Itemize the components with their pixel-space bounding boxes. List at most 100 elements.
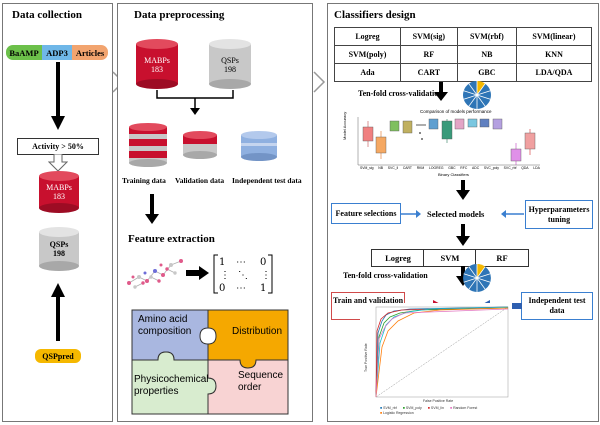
final-model-svm: SVM xyxy=(423,249,477,267)
independent-test-box: Independent test data xyxy=(521,292,593,320)
pre-qsps-cylinder xyxy=(209,39,251,89)
training-data-label: Training data xyxy=(122,176,166,185)
roc-ylabel: True Positive Rate xyxy=(364,343,368,372)
boxplot-tick: CART xyxy=(402,166,412,170)
boxplot-title: Comparison of models performance xyxy=(420,109,492,114)
classifier-cell: KNN xyxy=(515,45,593,64)
source-baamp: BaAMP xyxy=(6,45,42,60)
boxplot-tick: LOGREG xyxy=(428,166,444,170)
training-data-cylinder xyxy=(129,123,167,167)
model-comparison-boxplot xyxy=(357,117,540,166)
svg-text:0: 0 xyxy=(219,283,225,294)
cross-validation-icon xyxy=(463,264,491,292)
roc-legend: ■ SVM_rbf ■ SVM_poly ■ SVM_lin ■ Random … xyxy=(380,406,514,415)
roc-legend-label: Random Forest xyxy=(453,406,478,410)
cv-label-1: Ten-fold cross-validation xyxy=(358,89,443,98)
classifier-cell: Ada xyxy=(334,63,401,82)
collection-arrow-3 xyxy=(51,283,65,341)
roc-legend-label: Logistic Regression xyxy=(383,411,414,415)
pre-qsps-label: QSPs 198 xyxy=(210,56,250,74)
svg-text:⋮: ⋮ xyxy=(261,270,271,281)
boxplot-tick: SVM_sig xyxy=(360,166,374,170)
design-arrow-3 xyxy=(456,224,470,246)
classifiers-design-title: Classifiers design xyxy=(334,9,416,21)
independent-data-cylinder xyxy=(241,131,277,161)
final-model-rf: RF xyxy=(475,249,529,267)
feature-extraction-title: Feature extraction xyxy=(128,233,215,245)
validation-data-cylinder xyxy=(183,131,217,159)
puzzle-amino-acid: Amino acid composition xyxy=(138,314,192,337)
svg-text:1: 1 xyxy=(219,257,225,268)
boxplot-tick: GBC xyxy=(448,166,456,170)
classifier-cell: NB xyxy=(456,45,517,64)
feature-puzzle xyxy=(131,309,289,415)
pre-qsps-count: 198 xyxy=(224,65,236,74)
roc-legend-item: ■ SVM_poly xyxy=(402,406,422,410)
roc-legend-label: SVM_lin xyxy=(430,406,444,410)
source-adp3: ADP3 xyxy=(42,45,72,60)
pre-mabps-text: MABPs xyxy=(144,56,170,65)
collection-arrow-1 xyxy=(51,62,65,130)
roc-legend-label: SVM_poly xyxy=(405,406,422,410)
boxplot-xticks: SVM_sig NB SVC_ll CART RKM LOGREG GBC RF… xyxy=(360,166,540,170)
final-model-logreg: Logreg xyxy=(371,249,425,267)
roc-legend-item: ■ Random Forest xyxy=(449,406,478,410)
boxplot-xlabel: Binary Classifiers xyxy=(438,172,469,177)
qsps-label: QSPs 198 xyxy=(40,240,78,258)
peptide-structure-image xyxy=(127,259,183,289)
qsppred-source: QSPpred xyxy=(35,349,81,363)
feature-selections-box: Feature selections xyxy=(331,203,401,224)
source-articles: Articles xyxy=(72,45,108,60)
boxplot-ylabel: Model Accuracy xyxy=(342,111,347,140)
collection-arrow-2 xyxy=(48,154,68,172)
qsps-text: QSPs xyxy=(49,240,69,249)
boxplot-tick: SVC_ll xyxy=(387,166,399,170)
preprocessing-arrow xyxy=(145,194,159,224)
classifier-cell: GBC xyxy=(456,63,517,82)
classifier-cell: LDA/QDA xyxy=(515,63,593,82)
svg-text:⋯: ⋯ xyxy=(236,257,246,268)
cv-label-2: Ten-fold cross-validation xyxy=(343,271,428,280)
svg-text:⋯: ⋯ xyxy=(236,283,246,294)
boxplot-tick: RFC xyxy=(460,166,468,170)
cross-validation-icon xyxy=(463,81,491,109)
mabps-text: MABPs xyxy=(46,183,72,192)
activity-filter-box: Activity > 50% xyxy=(17,138,99,155)
design-arrow-1 xyxy=(434,82,448,101)
hyperparameters-box: Hyperparameters tuning xyxy=(525,200,593,229)
classifier-cell: SVM(sig) xyxy=(399,27,458,46)
pre-mabps-cylinder xyxy=(136,39,178,89)
classifier-cell: SVM(linear) xyxy=(515,27,593,46)
roc-xlabel: False Positive Rate xyxy=(423,399,454,403)
pre-mabps-label: MABPs 183 xyxy=(137,56,177,74)
mabps-count: 183 xyxy=(53,192,65,201)
validation-data-label: Validation data xyxy=(175,176,225,185)
roc-legend-item: ■ Logistic Regression xyxy=(380,411,414,415)
merge-arrow xyxy=(156,90,234,115)
classifier-cell: SVM(poly) xyxy=(334,45,401,64)
mabps-cylinder xyxy=(39,171,79,213)
tuning-arrow-left xyxy=(501,210,524,218)
puzzle-sequence-order: Sequence order xyxy=(238,370,284,393)
independent-data-label: Independent test data xyxy=(232,176,302,185)
data-collection-title: Data collection xyxy=(12,9,82,21)
data-preprocessing-title: Data preprocessing xyxy=(134,9,225,21)
boxplot-tick: NB xyxy=(378,166,384,170)
pre-mabps-count: 183 xyxy=(151,65,163,74)
roc-legend-item: ■ SVM_lin xyxy=(427,406,444,410)
qsps-count: 198 xyxy=(53,249,65,258)
boxplot-tick: RKM xyxy=(416,166,425,170)
svg-text:⋱: ⋱ xyxy=(238,270,248,281)
boxplot-tick: LDA xyxy=(533,166,540,170)
pre-qsps-text: QSPs xyxy=(221,56,239,65)
classifiers-table: Logreg SVM(sig) SVM(rbf) SVM(linear) SVM… xyxy=(334,27,593,82)
roc-legend-item: ■ SVM_rbf xyxy=(380,406,397,410)
design-arrow-2 xyxy=(456,180,470,200)
classifier-cell: Logreg xyxy=(334,27,401,46)
puzzle-physicochemical: Physicochemical properties xyxy=(134,374,209,397)
boxplot-tick: SVC_poly xyxy=(483,166,499,170)
selected-models-label: Selected models xyxy=(427,209,485,219)
feature-matrix: 1⋯0 ⋮⋱⋮ 0⋯1 xyxy=(213,254,273,294)
roc-curve-chart xyxy=(360,303,512,417)
boxplot-tick: SVC_rbf xyxy=(503,166,517,170)
